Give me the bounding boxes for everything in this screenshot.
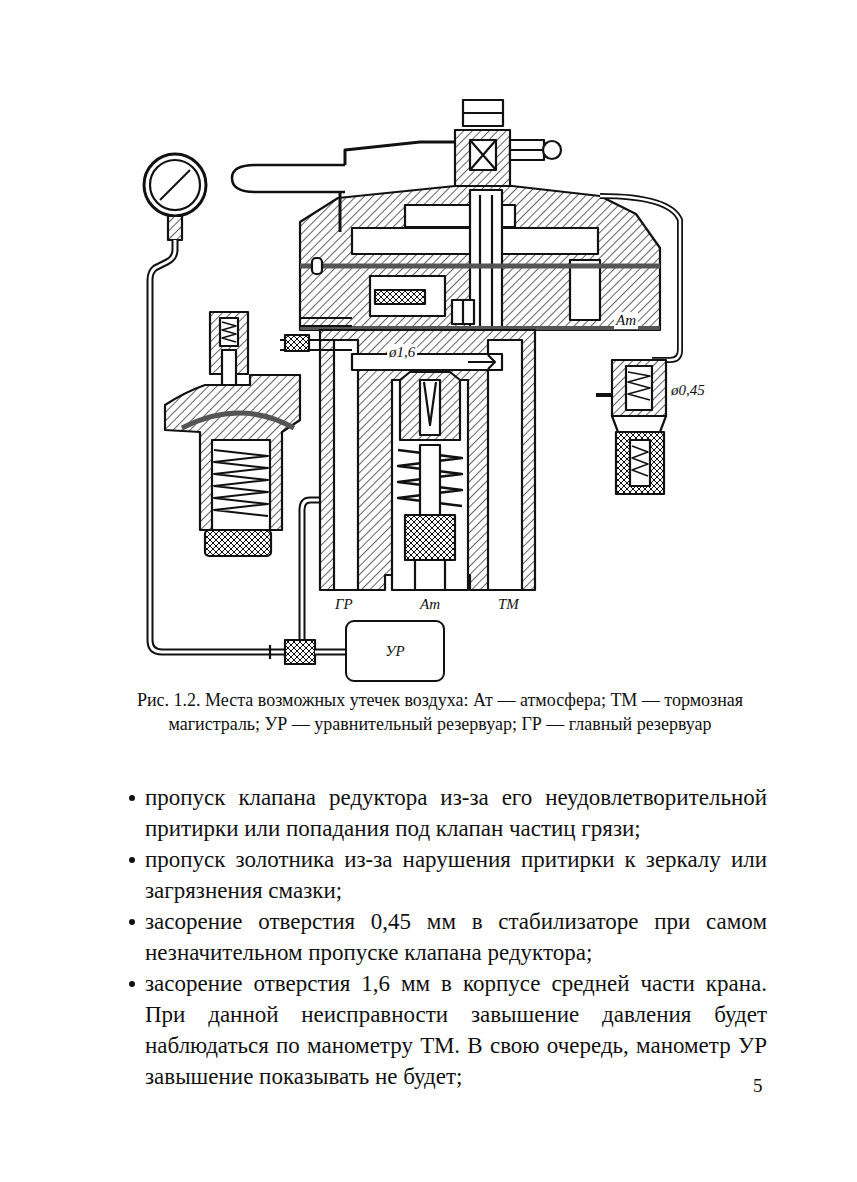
port-label: Ат: [418, 596, 442, 613]
bullet-text: пропуск клапана редуктора из-за его неуд…: [145, 785, 767, 841]
bullet-dot: [129, 919, 135, 925]
figure-caption: Рис. 1.2. Места возможных утечек воздуха…: [120, 688, 760, 736]
dimension-label: ø1,6: [387, 344, 417, 361]
port-label: ГР: [333, 596, 355, 613]
bullet-item: засорение отверстия 1,6 мм в корпусе сре…: [145, 968, 767, 1092]
valve-cap: [455, 100, 561, 186]
port-label: Ат: [614, 312, 638, 329]
reducer: [165, 312, 300, 556]
reservoir-box: УР: [345, 620, 445, 682]
port-label: ТМ: [496, 596, 521, 613]
bullet-dot: [129, 981, 135, 987]
lower-body: [320, 330, 535, 590]
bullet-list: пропуск клапана редуктора из-за его неуд…: [145, 782, 767, 1092]
bullet-dot: [129, 857, 135, 863]
handle-tube: [232, 142, 455, 232]
page-number: 5: [753, 1075, 763, 1097]
dimension-label: ø0,45: [669, 382, 707, 399]
reservoir-label: УР: [385, 643, 404, 660]
bullet-item: засорение отверстия 0,45 мм в стабилизат…: [145, 906, 767, 968]
bullet-item: пропуск клапана редуктора из-за его неуд…: [145, 782, 767, 844]
bullet-dot: [129, 795, 135, 801]
bullet-text: засорение отверстия 1,6 мм в корпусе сре…: [145, 971, 767, 1089]
stabilizer: [596, 360, 666, 494]
pressure-gauge: [144, 154, 206, 240]
bullet-text: пропуск золотника из-за нарушения притир…: [145, 847, 767, 903]
bullet-text: засорение отверстия 0,45 мм в стабилизат…: [145, 909, 767, 965]
upper-housing: [300, 186, 660, 330]
bullet-item: пропуск золотника из-за нарушения притир…: [145, 844, 767, 906]
pipe-tee: [285, 640, 315, 664]
